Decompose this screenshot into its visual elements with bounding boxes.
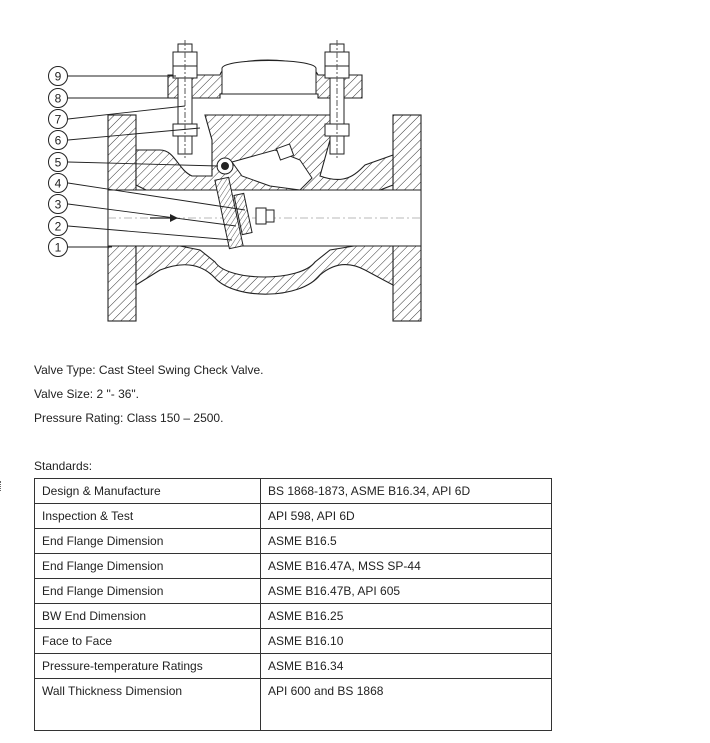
standard-value-cell: ASME B16.47A, MSS SP-44 <box>260 553 552 579</box>
standard-value-cell: ASME B16.5 <box>260 528 552 554</box>
margin-marker <box>0 481 3 491</box>
standard-value-cell: ASME B16.25 <box>260 603 552 629</box>
balloon-7: 7 <box>48 109 68 129</box>
standards-table: Design & Manufacture BS 1868-1873, ASME … <box>34 478 552 731</box>
standard-value-cell: ASME B16.34 <box>260 653 552 679</box>
table-row: Pressure-temperature Ratings ASME B16.34 <box>34 653 552 679</box>
standard-item-cell: End Flange Dimension <box>34 528 261 554</box>
svg-text:2: 2 <box>55 220 62 234</box>
table-row: Design & Manufacture BS 1868-1873, ASME … <box>34 478 552 504</box>
table-row: End Flange Dimension ASME B16.47B, API 6… <box>34 578 552 604</box>
table-row: BW End Dimension ASME B16.25 <box>34 603 552 629</box>
svg-text:1: 1 <box>55 241 62 255</box>
svg-text:7: 7 <box>55 113 62 127</box>
table-row: Wall Thickness Dimension API 600 and BS … <box>34 678 552 731</box>
table-row: Face to Face ASME B16.10 <box>34 628 552 654</box>
table-row: End Flange Dimension ASME B16.47A, MSS S… <box>34 553 552 579</box>
balloon-6: 6 <box>48 130 68 150</box>
valve-type-text: Valve Type: Cast Steel Swing Check Valve… <box>34 363 264 377</box>
standard-value-cell: BS 1868-1873, ASME B16.34, API 6D <box>260 478 552 504</box>
balloon-9: 9 <box>48 66 68 86</box>
svg-text:5: 5 <box>55 156 62 170</box>
standards-heading: Standards: <box>34 459 93 473</box>
svg-text:9: 9 <box>55 70 62 84</box>
standard-item-cell: End Flange Dimension <box>34 578 261 604</box>
balloon-2: 2 <box>48 216 68 236</box>
disc-hinge-assembly <box>214 143 313 250</box>
standard-item-cell: Wall Thickness Dimension <box>34 678 261 731</box>
table-row: End Flange Dimension ASME B16.5 <box>34 528 552 554</box>
standard-item-cell: Pressure-temperature Ratings <box>34 653 261 679</box>
balloon-3: 3 <box>48 194 68 214</box>
standard-item-cell: Design & Manufacture <box>34 478 261 504</box>
standard-value-cell: API 600 and BS 1868 <box>260 678 552 731</box>
standard-value-cell: ASME B16.10 <box>260 628 552 654</box>
table-row: Inspection & Test API 598, API 6D <box>34 503 552 529</box>
svg-text:3: 3 <box>55 198 62 212</box>
bonnet-bolts <box>172 40 350 160</box>
inner-cavity <box>221 60 317 95</box>
pressure-rating-text: Pressure Rating: Class 150 – 2500. <box>34 411 224 425</box>
svg-text:6: 6 <box>55 134 62 148</box>
standard-item-cell: BW End Dimension <box>34 603 261 629</box>
balloon-4: 4 <box>48 173 68 193</box>
svg-text:4: 4 <box>55 177 62 191</box>
valve-size-text: Valve Size: 2 "- 36". <box>34 387 140 401</box>
standard-item-cell: End Flange Dimension <box>34 553 261 579</box>
valve-cross-section-drawing: 9 8 7 6 5 4 3 2 <box>48 40 422 322</box>
balloon-5: 5 <box>48 152 68 172</box>
part-number-balloons: 9 8 7 6 5 4 3 2 <box>48 66 68 257</box>
standard-item-cell: Inspection & Test <box>34 503 261 529</box>
standard-value-cell: API 598, API 6D <box>260 503 552 529</box>
standard-item-cell: Face to Face <box>34 628 261 654</box>
lower-body-wall <box>135 244 394 295</box>
leader-lines <box>67 75 246 248</box>
svg-text:8: 8 <box>55 92 62 106</box>
balloon-1: 1 <box>48 237 68 257</box>
balloon-8: 8 <box>48 88 68 108</box>
standard-value-cell: ASME B16.47B, API 605 <box>260 578 552 604</box>
